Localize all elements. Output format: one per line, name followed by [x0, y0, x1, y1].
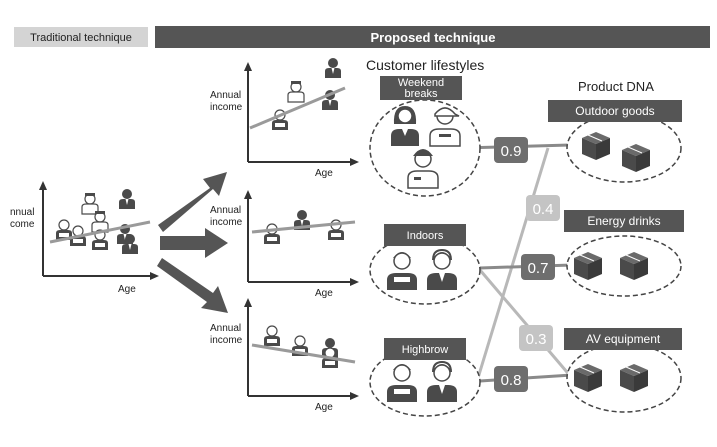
- proposed-header-bar: [155, 26, 710, 48]
- lifestyle-node-indoors: Indoors: [369, 224, 481, 305]
- traditional-ylabel-1: nnual: [10, 207, 34, 218]
- traditional-chart: nnual come Age: [10, 181, 159, 295]
- lifestyle-node-weekend-breaks: Weekend breaks: [369, 76, 481, 197]
- link-value: 0.7: [528, 260, 549, 277]
- box-icon: [573, 363, 603, 393]
- lifestyle-label-box: [384, 224, 466, 246]
- box-icon: [619, 363, 649, 393]
- segment-chart-2: Annual income Age: [210, 190, 359, 299]
- arrow-icon: [158, 172, 227, 232]
- traditional-xlabel: Age: [118, 284, 136, 295]
- product-node-energy-drinks: Energy drinks: [564, 210, 684, 297]
- product-node-av-equipment: AV equipment: [564, 328, 682, 413]
- segment-chart-ylabel-1: Annual: [210, 90, 241, 101]
- proposed-header-label: Proposed technique: [371, 30, 496, 45]
- segment-chart-xlabel: Age: [315, 402, 333, 413]
- box-icon: [573, 251, 603, 281]
- lifestyle-label-box: [384, 338, 466, 360]
- lifestyle-label-box: [380, 76, 462, 100]
- segment-chart-ylabel-2: income: [210, 335, 243, 346]
- link-value: 0.8: [501, 372, 522, 389]
- link-badge-0.8: 0.8: [494, 366, 528, 392]
- segment-trend-line: [251, 220, 356, 234]
- lifestyle-label: Highbrow: [402, 344, 449, 356]
- segment-chart-ylabel-2: income: [210, 217, 243, 228]
- product-node-outdoor-goods: Outdoor goods: [548, 100, 682, 183]
- link-line-0.3: [478, 269, 574, 379]
- product-label: Energy drinks: [587, 214, 660, 228]
- product-label: AV equipment: [586, 332, 661, 346]
- person-icon: [287, 80, 305, 103]
- segment-chart-1: Annual income Age: [210, 58, 359, 179]
- segment-chart-xlabel: Age: [315, 168, 333, 179]
- person-icon: [119, 189, 135, 209]
- box-icon: [621, 143, 651, 173]
- product-dna-title: Product DNA: [578, 79, 654, 94]
- link-value: 0.4: [533, 201, 554, 218]
- product-label-box: [564, 210, 684, 232]
- lifestyles-title: Customer lifestyles: [366, 57, 484, 73]
- traditional-header-bar: [14, 27, 148, 47]
- segment-chart-3: Annual income Age: [210, 298, 359, 413]
- segment-chart-ylabel-1: Annual: [210, 323, 241, 334]
- link-value: 0.9: [501, 143, 522, 160]
- traditional-ylabel-2: come: [10, 219, 35, 230]
- person-icon: [325, 58, 341, 78]
- arrow-icon: [157, 258, 228, 313]
- lifestyle-label: Weekend: [398, 77, 444, 89]
- segment-chart-xlabel: Age: [315, 288, 333, 299]
- link-badge-0.9: 0.9: [494, 137, 528, 163]
- segment-trend-line: [251, 343, 356, 364]
- box-icon: [581, 131, 611, 161]
- link-value: 0.3: [526, 331, 547, 348]
- segment-chart-ylabel-2: income: [210, 102, 243, 113]
- segment-chart-ylabel-1: Annual: [210, 205, 241, 216]
- lifestyle-label: Indoors: [407, 230, 444, 242]
- link-badge-0.7: 0.7: [521, 254, 555, 280]
- person-icon: [263, 223, 281, 245]
- link-badge-0.4: 0.4: [526, 195, 560, 221]
- product-label: Outdoor goods: [575, 104, 654, 118]
- link-line-0.4: [476, 147, 550, 379]
- product-label-box: [564, 328, 682, 350]
- traditional-header-label: Traditional technique: [30, 32, 132, 44]
- person-icon: [263, 325, 281, 347]
- arrow-icon: [160, 228, 228, 258]
- segment-trend-line: [249, 86, 346, 130]
- link-badge-0.3: 0.3: [519, 325, 553, 351]
- person-icon: [81, 192, 99, 215]
- product-label-box: [548, 100, 682, 122]
- lifestyle-node-highbrow: Highbrow: [369, 338, 481, 417]
- box-icon: [619, 251, 649, 281]
- lifestyle-label-line2: breaks: [404, 88, 438, 100]
- traditional-trend-line: [49, 220, 151, 244]
